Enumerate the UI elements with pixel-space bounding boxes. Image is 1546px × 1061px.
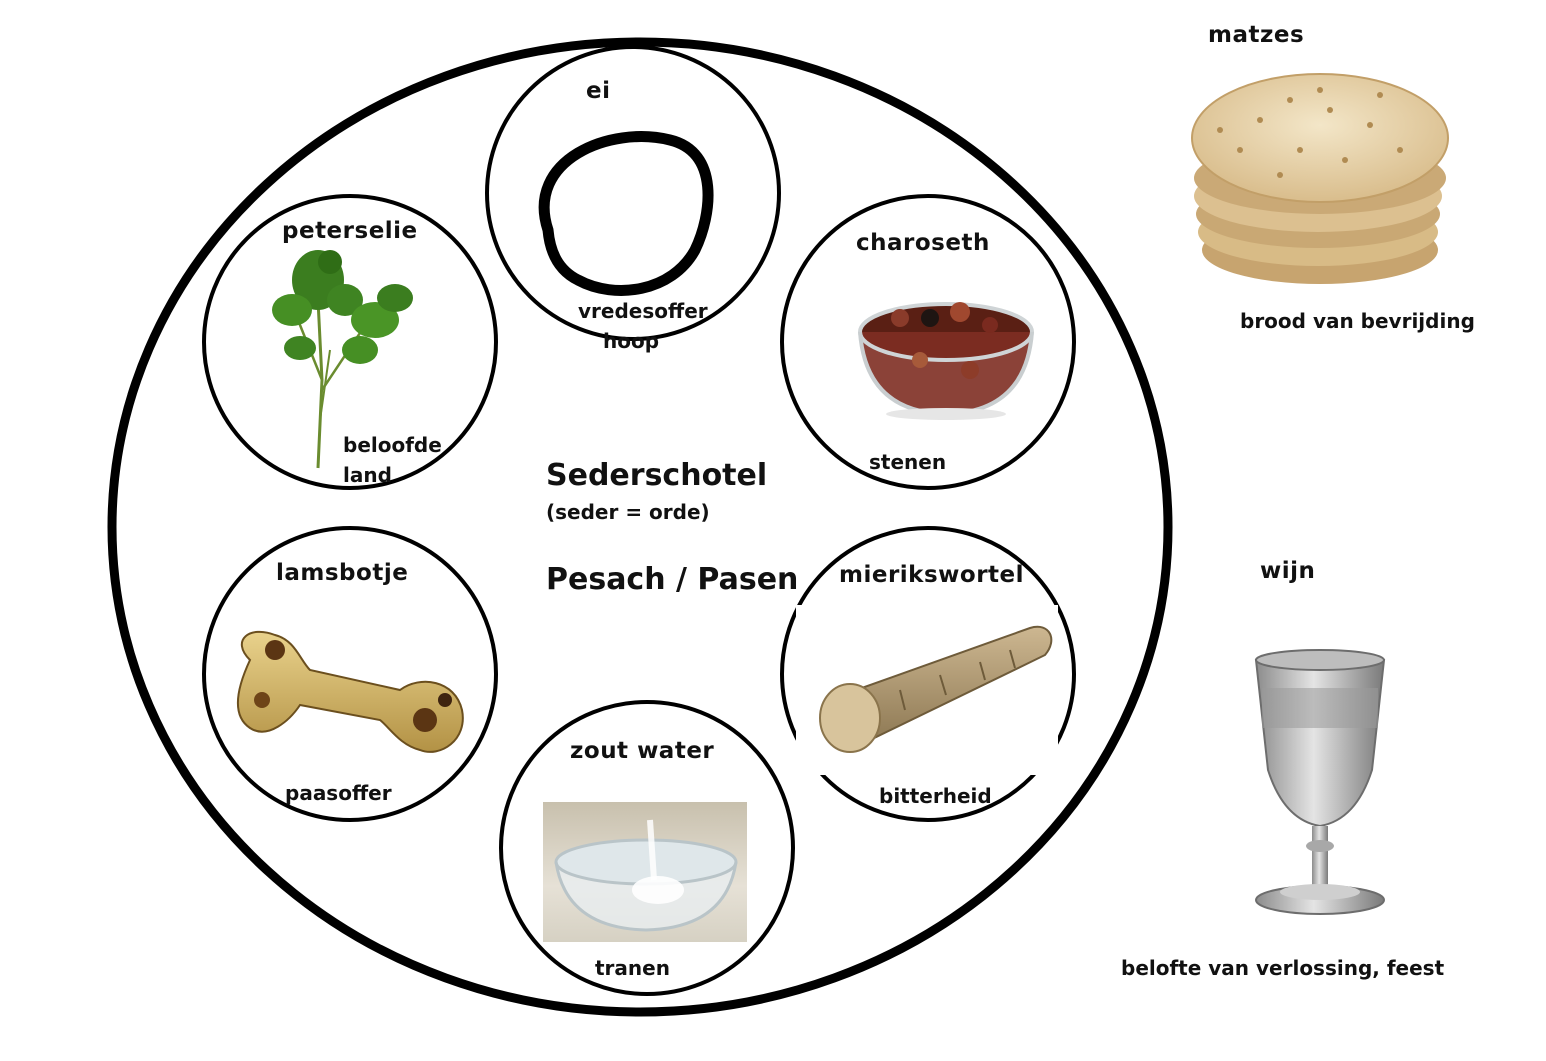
peterselie-meaning-2: land (343, 463, 392, 487)
lamsbotje-circle (202, 526, 498, 822)
salt-water-bowl-icon (554, 819, 738, 932)
matzes-icon (1191, 73, 1449, 284)
plate-outline (107, 37, 1173, 1017)
parsley-icon (272, 250, 413, 469)
wijn-meaning: belofte van verlossing, feest (1121, 956, 1445, 980)
zout-water-circle (499, 700, 795, 996)
mierikswortel-circle (780, 526, 1076, 822)
plate-subtitle: (seder = orde) (546, 500, 710, 524)
peterselie-circle (202, 194, 498, 490)
ei-circle (485, 45, 781, 341)
peterselie-title: peterselie (282, 218, 418, 244)
bone-icon (237, 630, 464, 753)
horseradish-icon (819, 625, 1053, 753)
charoseth-title: charoseth (856, 230, 990, 256)
matzes-meaning: brood van bevrijding (1240, 309, 1475, 333)
peterselie-meaning-1: beloofde (343, 433, 442, 457)
zout-water-meaning: tranen (595, 956, 670, 980)
charoseth-circle (780, 194, 1076, 490)
plate-title: Sederschotel (546, 458, 768, 493)
ei-meaning-2: hoop (603, 329, 660, 353)
ei-title: ei (586, 78, 611, 104)
holiday-title: Pesach / Pasen (546, 562, 799, 597)
mierikswortel-meaning: bitterheid (879, 784, 992, 808)
mierikswortel-title: mierikswortel (839, 562, 1025, 588)
charoseth-meaning: stenen (869, 450, 947, 474)
charoseth-bowl-icon (858, 302, 1034, 420)
zout-water-title: zout water (570, 738, 715, 764)
egg-icon (538, 131, 714, 296)
matzes-title: matzes (1208, 22, 1305, 48)
ei-meaning-1: vredesoffer (578, 299, 708, 323)
lamsbotje-title: lamsbotje (276, 560, 409, 586)
wijn-title: wijn (1260, 558, 1316, 584)
wine-cup-icon (1254, 649, 1386, 915)
lamsbotje-meaning: paasoffer (285, 781, 392, 805)
